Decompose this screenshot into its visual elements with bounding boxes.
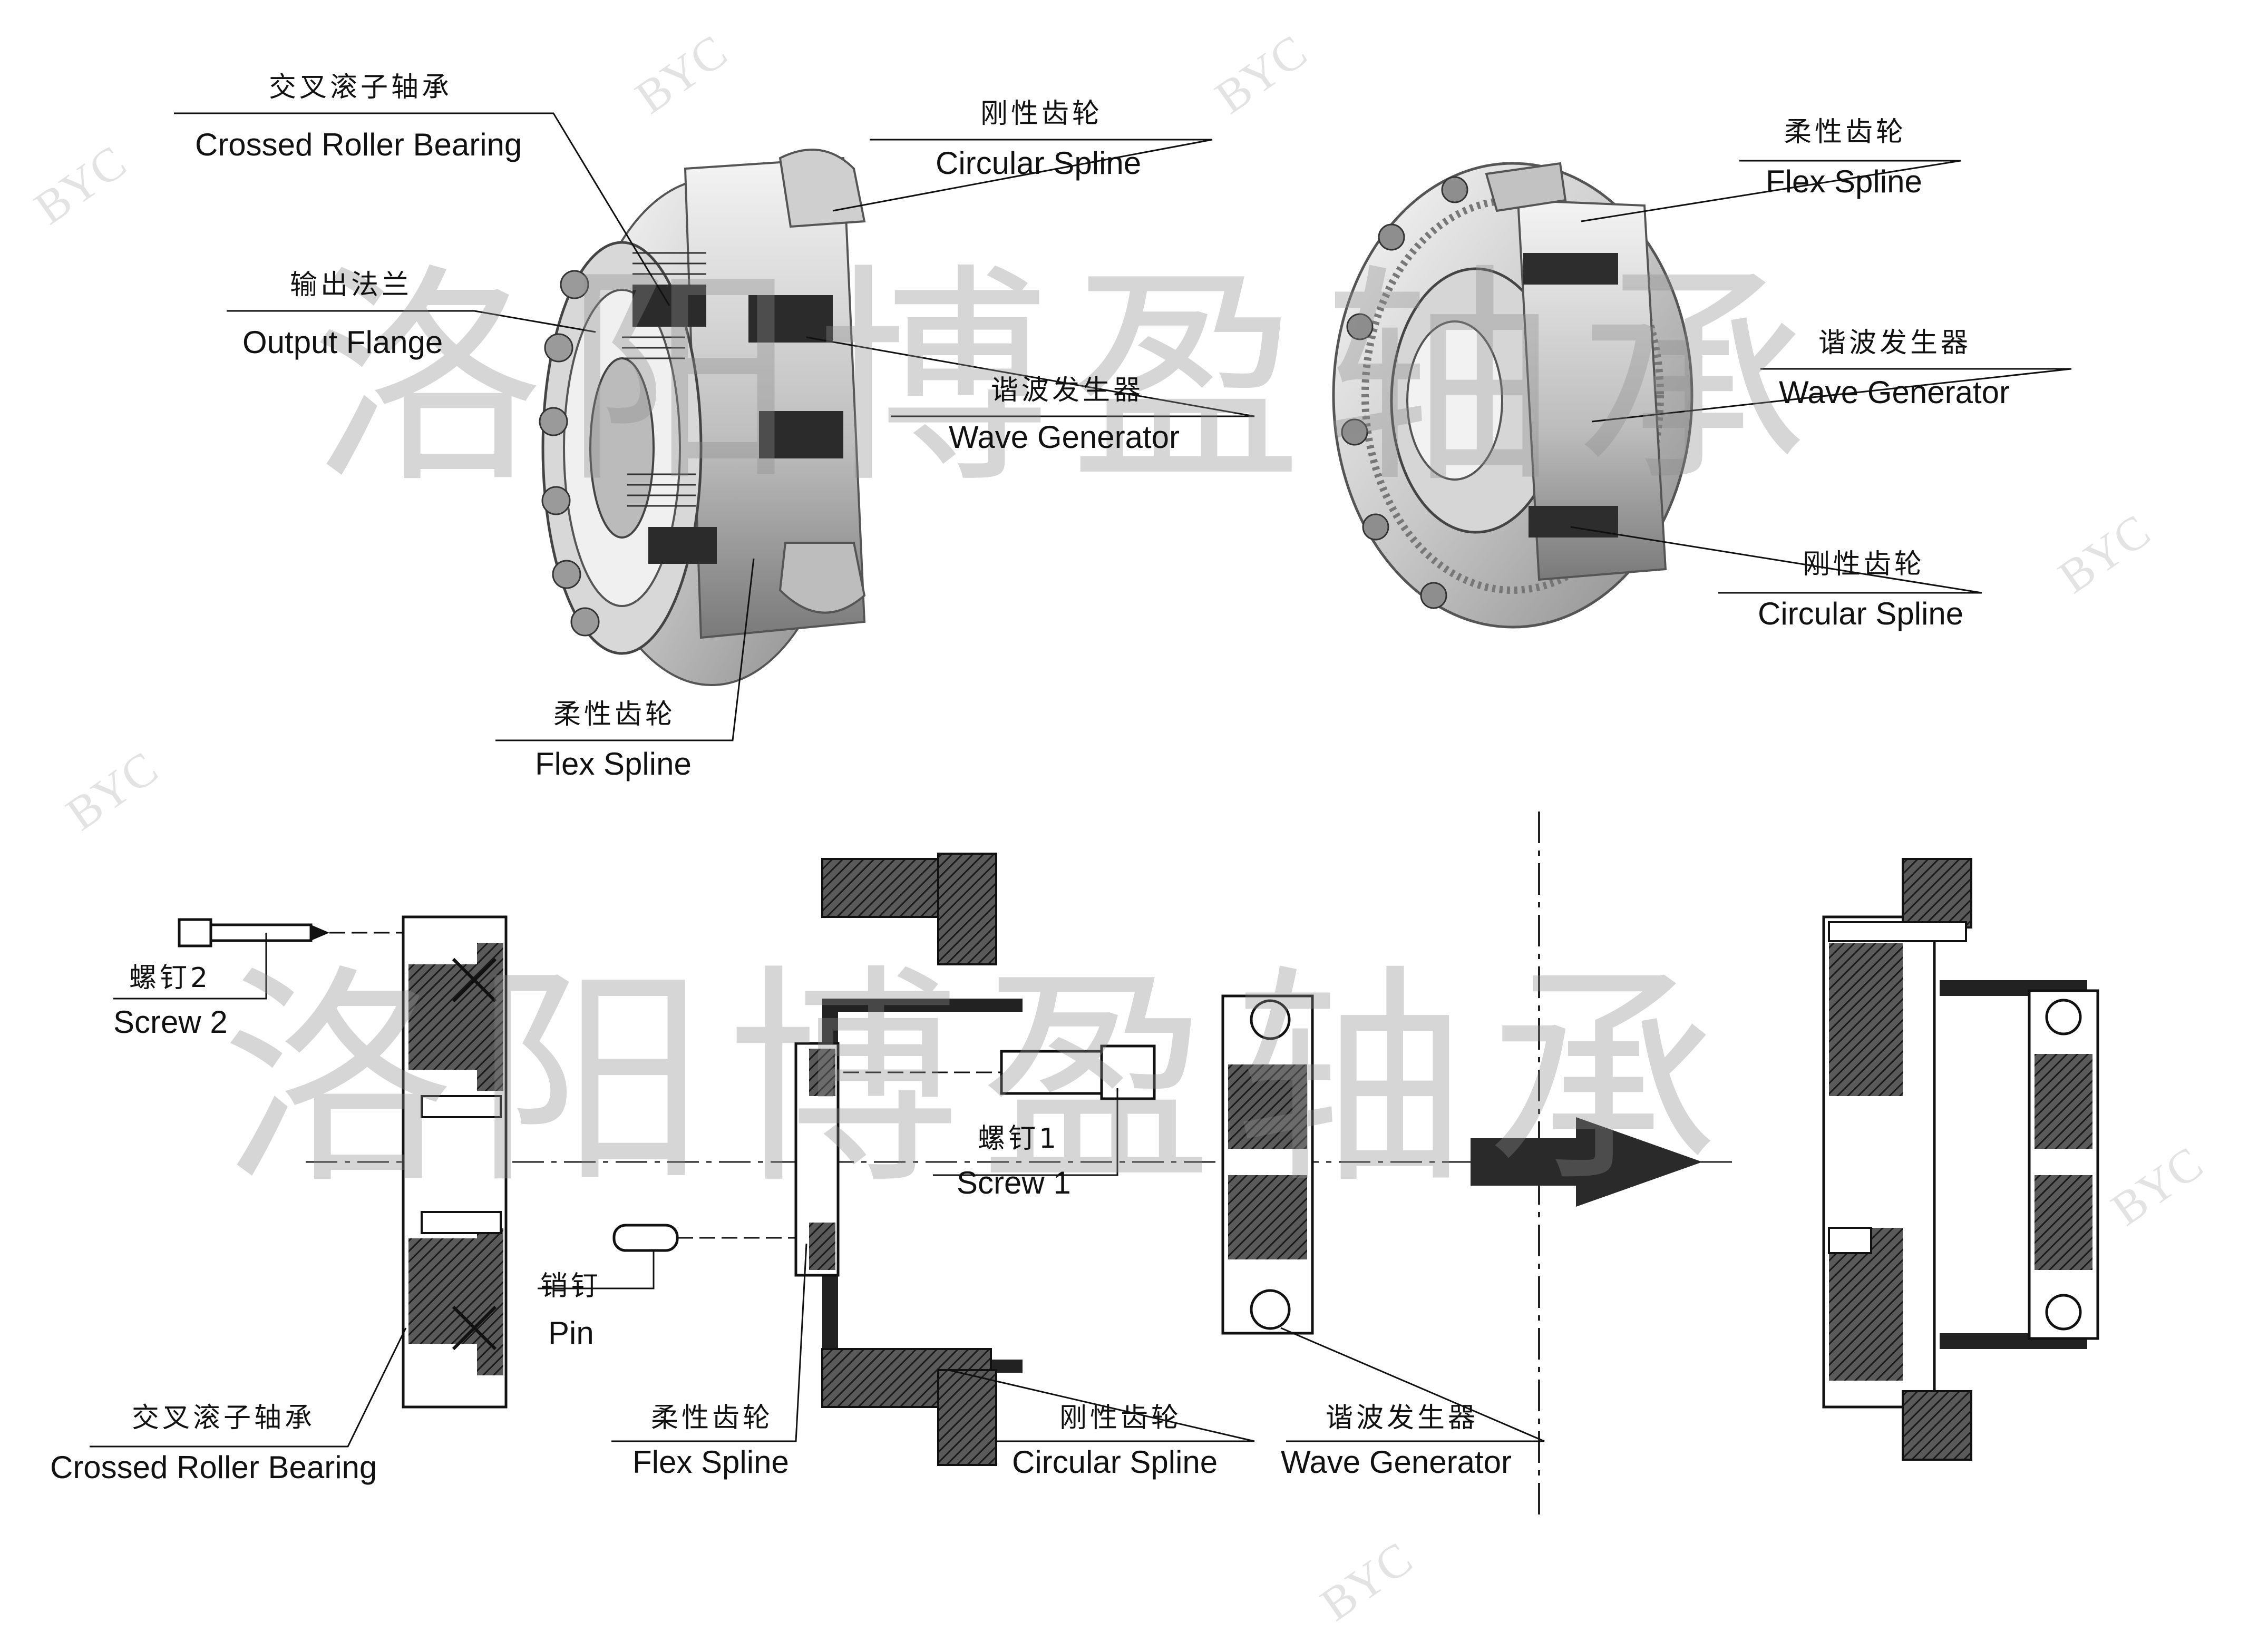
label-crossed-roller-bearing-cn-bottom: 交叉滚子轴承 bbox=[132, 1402, 316, 1434]
label-screw-2-cn: 螺钉2 bbox=[129, 962, 211, 994]
label-wave-generator-en-top-right: Wave Generator bbox=[1779, 375, 2010, 410]
screw-2-drawing bbox=[178, 918, 422, 947]
label-flex-spline-cn-bottom: 柔性齿轮 bbox=[651, 1402, 774, 1434]
label-screw-1-en: Screw 1 bbox=[957, 1165, 1071, 1200]
screw-1-drawing bbox=[1000, 1044, 1156, 1100]
bottom-leader-lines bbox=[90, 933, 1545, 1448]
label-output-flange-cn: 输出法兰 bbox=[290, 269, 413, 301]
label-screw-1-cn: 螺钉1 bbox=[978, 1123, 1060, 1155]
label-wave-generator-en-top-left: Wave Generator bbox=[949, 419, 1180, 455]
assembly-arrow bbox=[1471, 1117, 1702, 1207]
label-crossed-roller-bearing-cn-top: 交叉滚子轴承 bbox=[269, 72, 453, 103]
label-circular-spline-en-top-left: Circular Spline bbox=[936, 145, 1142, 181]
label-wave-generator-en-bottom: Wave Generator bbox=[1281, 1444, 1512, 1480]
pin-drawing bbox=[612, 1224, 796, 1252]
label-screw-2-en: Screw 2 bbox=[113, 1004, 228, 1040]
label-circular-spline-en-bottom: Circular Spline bbox=[1012, 1444, 1218, 1480]
watermark-bottom: 洛阳博盈轴承 bbox=[221, 945, 1739, 1215]
label-wave-generator-cn-top-left: 谐波发生器 bbox=[991, 375, 1144, 406]
label-circular-spline-cn-bottom: 刚性齿轮 bbox=[1059, 1402, 1182, 1434]
label-flex-spline-en-top-right: Flex Spline bbox=[1766, 164, 1922, 199]
label-flex-spline-en-top-left: Flex Spline bbox=[535, 746, 692, 781]
top-left-cutaway-illustration bbox=[539, 149, 866, 686]
watermark-top: 洛阳博盈轴承 bbox=[311, 245, 1829, 514]
circular-spline-drawing bbox=[821, 853, 997, 1466]
top-leader-lines bbox=[174, 112, 2072, 741]
wave-generator-drawing bbox=[1221, 994, 1314, 1335]
label-crossed-roller-bearing-en-bottom: Crossed Roller Bearing bbox=[50, 1450, 377, 1485]
label-circular-spline-cn-top-left: 刚性齿轮 bbox=[980, 98, 1103, 130]
crossed-roller-bearing-drawing bbox=[402, 915, 508, 1409]
label-flex-spline-en-bottom: Flex Spline bbox=[632, 1444, 789, 1480]
flex-spline-drawing bbox=[794, 999, 1023, 1373]
label-wave-generator-cn-top-right: 谐波发生器 bbox=[1818, 327, 1972, 359]
assembled-cross-section-drawing bbox=[1822, 858, 2099, 1461]
label-circular-spline-cn-top-right: 刚性齿轮 bbox=[1803, 549, 1925, 580]
label-output-flange-en: Output Flange bbox=[242, 325, 443, 360]
label-flex-spline-cn-top-right: 柔性齿轮 bbox=[1784, 116, 1907, 148]
label-crossed-roller-bearing-en-top: Crossed Roller Bearing bbox=[195, 127, 522, 162]
label-wave-generator-cn-bottom: 谐波发生器 bbox=[1326, 1402, 1479, 1434]
label-circular-spline-en-top-right: Circular Spline bbox=[1758, 596, 1964, 631]
exploded-cross-section-drawing bbox=[90, 812, 2099, 1518]
label-flex-spline-cn-top-left: 柔性齿轮 bbox=[553, 699, 676, 730]
label-pin-en: Pin bbox=[548, 1315, 594, 1351]
label-pin-cn: 销钉 bbox=[540, 1271, 602, 1302]
top-right-cutaway-illustration bbox=[1332, 162, 1693, 629]
